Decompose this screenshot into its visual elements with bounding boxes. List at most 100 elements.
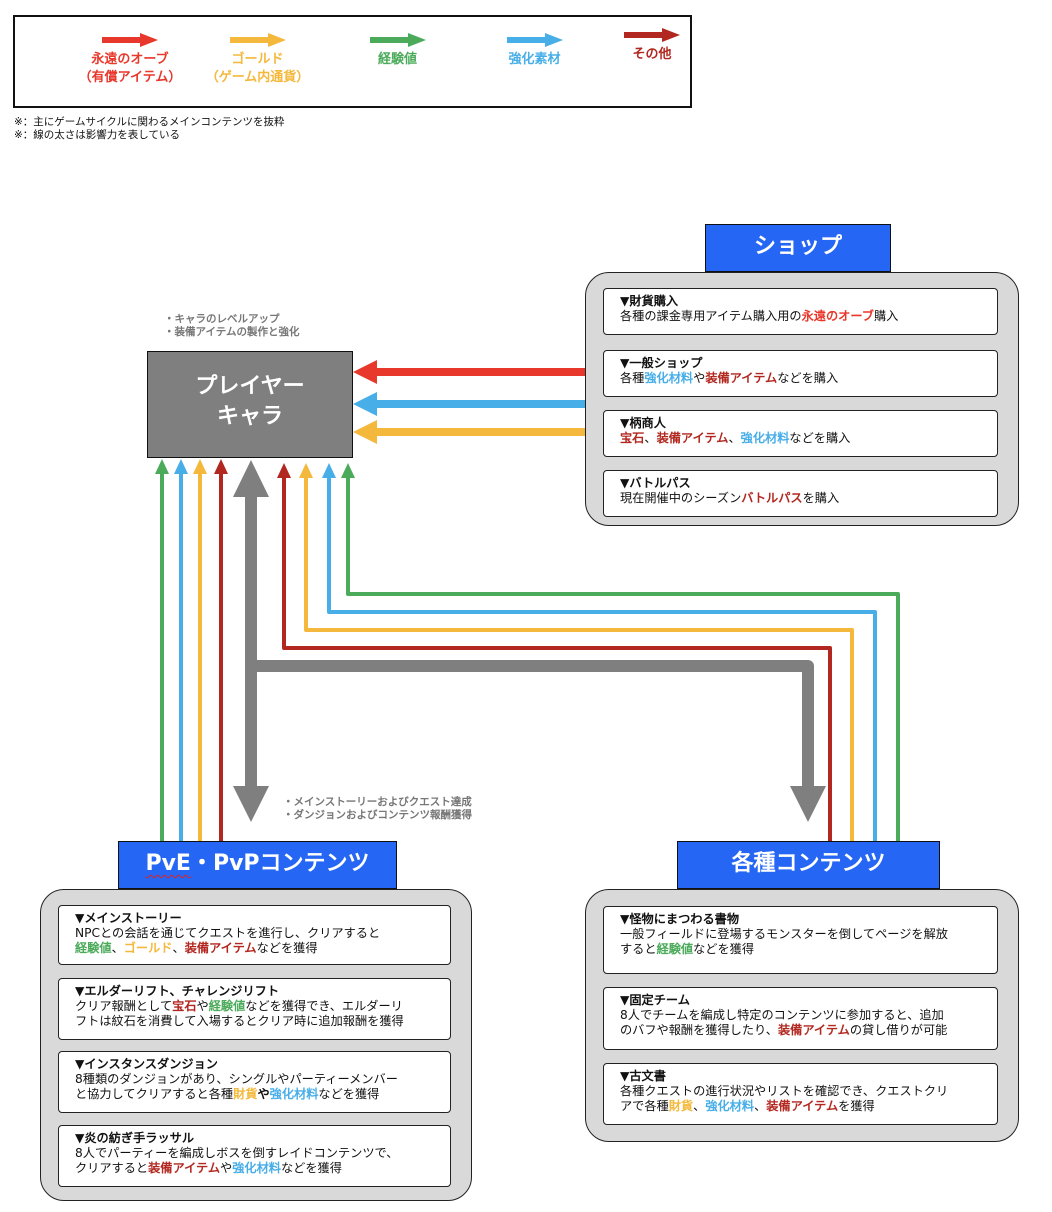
arrowhead-icon [277, 463, 291, 478]
various-title-text: 各種コンテンツ [731, 851, 886, 876]
legend-label: 強化素材 [508, 52, 561, 67]
card-text-line: クリアすると装備アイテムや強化材料などを獲得 [75, 1161, 450, 1176]
various-contents-title: 各種コンテンツ [677, 841, 940, 889]
text: や [196, 999, 209, 1013]
player-title-line2: キャラ [216, 404, 283, 429]
various-to-player-gold-line [304, 476, 854, 841]
card-text-line: と協力してクリアすると各種財貨や強化材料などを獲得 [75, 1087, 450, 1102]
arrow-right-icon [369, 33, 426, 47]
various-to-player-dred-line [282, 476, 832, 841]
player-notes: ・キャラのレベルアップ ・装備アイテムの製作と強化 [164, 313, 299, 339]
card-body: クリア報酬として宝石や経験値などを獲得でき、エルダーリフトは紋石を消費して入場す… [75, 999, 450, 1029]
legend: 永遠のオーブ （有償アイテム） ゴールド （ゲーム内通貨） 経験値 強化素材 そ… [13, 15, 692, 108]
card-body: 各種の課金専用アイテム購入用の永遠のオーブ購入 [620, 309, 997, 324]
text: 、 [172, 941, 185, 955]
text: クリアすると [75, 1161, 149, 1175]
text: 各種 [620, 371, 645, 385]
legend-notes: ※：主にゲームサイクルに関わるメインコンテンツを抜粋 ※：線の太さは影響力を表し… [14, 116, 284, 142]
various-card: ▼固定チーム 8人でチームを編成し特定のコンテンツに参加すると、追加のバフや報酬… [603, 987, 998, 1050]
various-card: ▼古文書 各種クエストの進行状況やリストを確認でき、クエストクリアで各種財貨、強… [603, 1063, 998, 1125]
shop-card: ▼バトルパス 現在開催中のシーズンバトルパスを購入 [603, 470, 998, 517]
text: と協力してクリアすると各種 [75, 1087, 234, 1101]
note-line: ・装備アイテムの製作と強化 [164, 326, 300, 338]
text-bold: や [257, 1087, 270, 1101]
card-text-line: 各種強化材料や装備アイテムなどを購入 [620, 371, 997, 386]
card-body: 一般フィールドに登場するモンスターを倒してページを解放すると経験値などを獲得 [620, 927, 997, 957]
shop-panel: ▼財貨購入 各種の課金専用アイテム購入用の永遠のオーブ購入 ▼一般ショップ 各種… [585, 272, 1019, 526]
highlight-dred: 装備アイテム [777, 1023, 850, 1037]
card-text-line: 8人でパーティーを編成しボスを倒すレイドコンテンツで、 [75, 1146, 450, 1161]
arrowhead-icon [233, 460, 269, 497]
arrowhead-icon [341, 463, 355, 478]
note-line: ※：主にゲームサイクルに関わるメインコンテンツを抜粋 [14, 116, 285, 128]
card-text-line: 8種類のダンジョンがあり、シングルやパーティーメンバー [75, 1072, 450, 1087]
pve-card: ▼エルダーリフト、チャレンジリフト クリア報酬として宝石や経験値などを獲得でき、… [58, 978, 451, 1040]
text: 、 [644, 431, 657, 445]
text: アで各種 [620, 1099, 669, 1113]
player-to-various-gray-line [251, 660, 814, 786]
text: 購入 [874, 309, 899, 323]
card-text-line: 各種の課金専用アイテム購入用の永遠のオーブ購入 [620, 309, 997, 324]
text: などを獲得 [318, 1087, 380, 1101]
card-text-line: 一般フィールドに登場するモンスターを倒してページを解放 [620, 927, 997, 942]
card-body: 8人でチームを編成し特定のコンテンツに参加すると、追加のバフや報酬を獲得したり、… [620, 1008, 997, 1038]
card-body: 宝石、装備アイテム、強化材料などを購入 [620, 431, 997, 446]
text: 8種類のダンジョンがあり、シングルやパーティーメンバー [75, 1072, 398, 1086]
text: を獲得 [838, 1099, 875, 1113]
card-text-line: 現在開催中のシーズンバトルパスを購入 [620, 491, 997, 506]
pve-pvp-panel: ▼メインストーリー NPCとの会話を通じてクエストを進行し、クリアすると経験値、… [40, 889, 472, 1201]
highlight-blue: 強化材料 [705, 1099, 755, 1113]
text: 、 [754, 1099, 767, 1113]
arrowhead-icon [193, 459, 207, 474]
text: NPCとの会話を通じてクエストを進行し、クリアすると [75, 926, 381, 940]
card-body: 各種クエストの進行状況やリストを確認でき、クエストクリアで各種財貨、強化材料、装… [620, 1084, 997, 1114]
card-body: 各種強化材料や装備アイテムなどを購入 [620, 371, 997, 386]
legend-label-sub: （有償アイテム） [78, 70, 182, 85]
pve-card: ▼炎の紡ぎ手ラッサル 8人でパーティーを編成しボスを倒すレイドコンテンツで、クリ… [58, 1125, 451, 1187]
various-to-player-green-line [346, 476, 900, 841]
highlight-blue: 強化材料 [232, 1161, 281, 1175]
card-body: 8人でパーティーを編成しボスを倒すレイドコンテンツで、クリアすると装備アイテムや… [75, 1146, 450, 1176]
legend-item-gold: ゴールド （ゲーム内通貨） [195, 33, 320, 87]
arrow-right-icon [229, 33, 286, 47]
highlight-dred: バトルパス [741, 491, 803, 505]
highlight-green: 経験値 [208, 999, 246, 1013]
highlight-blue: 強化材料 [740, 431, 790, 445]
pve-card: ▼インスタンスダンジョン 8種類のダンジョンがあり、シングルやパーティーメンバー… [58, 1051, 451, 1113]
card-text-line: 経験値、ゴールド、装備アイテムなどを獲得 [75, 941, 450, 956]
pve-card: ▼メインストーリー NPCとの会話を通じてクエストを進行し、クリアすると経験値、… [58, 905, 451, 965]
highlight-dred: 装備アイテム [148, 1161, 221, 1175]
card-text-line: アで各種財貨、強化材料、装備アイテムを獲得 [620, 1099, 997, 1114]
highlight-red: 永遠のオーブ [801, 309, 874, 323]
text: 、 [728, 431, 741, 445]
pve-flow-notes: ・メインストーリーおよびクエスト達成 ・ダンジョンおよびコンテンツ報酬獲得 [283, 796, 472, 822]
text: などを獲得 [693, 942, 755, 956]
legend-item-other: その他 [612, 28, 692, 64]
highlight-dred: 宝石 [620, 431, 645, 445]
arrowhead-icon [790, 786, 826, 822]
arrowhead-icon [353, 420, 377, 444]
text: を購入 [802, 491, 840, 505]
note-line: ※：線の太さは影響力を表している [14, 129, 180, 141]
legend-label-sub: （ゲーム内通貨） [205, 70, 310, 85]
card-heading: ▼バトルパス [620, 476, 691, 490]
highlight-blue: 強化材料 [269, 1087, 319, 1101]
legend-label: 永遠のオーブ [91, 52, 169, 67]
arrowhead-icon [155, 459, 169, 474]
card-text-line: NPCとの会話を通じてクエストを進行し、クリアすると [75, 926, 450, 941]
text: すると [620, 942, 657, 956]
arrowhead-icon [299, 463, 313, 478]
card-heading: ▼エルダーリフト、チャレンジリフト [75, 984, 280, 998]
pve-pvp-title: PvE・PvPコンテンツ [118, 841, 397, 889]
legend-label: ゴールド [231, 52, 284, 67]
arrowhead-icon [214, 459, 228, 474]
text: 現在開催中のシーズン [620, 491, 742, 505]
player-title-line1: プレイヤー [195, 374, 305, 399]
text: 各種クエストの進行状況やリストを確認でき、クエストクリ [620, 1084, 949, 1098]
shop-title-text: ショップ [753, 234, 842, 259]
highlight-green: 経験値 [75, 941, 112, 955]
card-heading: ▼怪物にまつわる書物 [620, 912, 740, 926]
card-body: 8種類のダンジョンがあり、シングルやパーティーメンバーと協力してクリアすると各種… [75, 1072, 450, 1102]
highlight-gold: 財貨 [233, 1087, 258, 1101]
legend-label: その他 [632, 47, 672, 62]
